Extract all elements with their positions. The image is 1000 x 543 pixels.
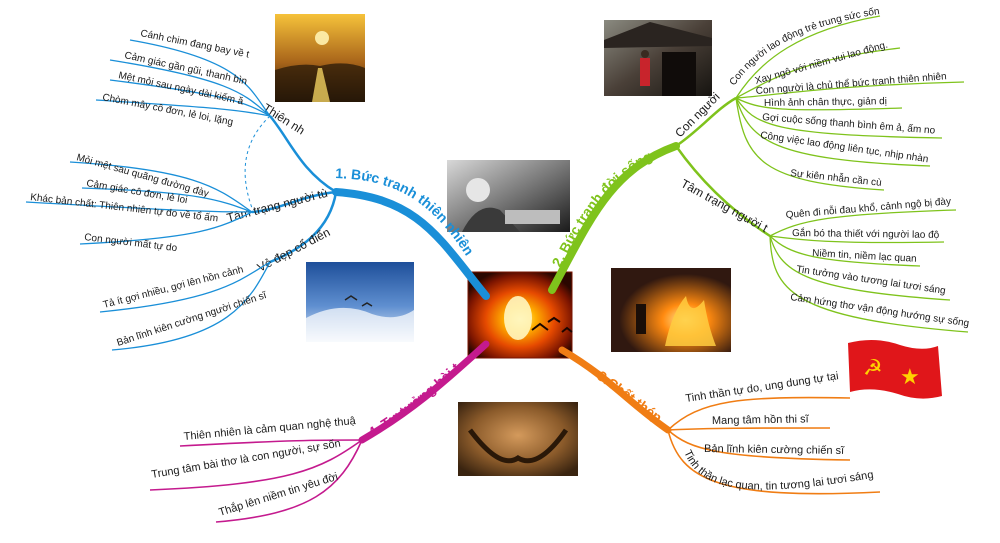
subtopic-label[interactable]: Tâm trạng người tù	[225, 186, 329, 225]
leaf-label[interactable]: Con người mất tự do	[84, 232, 178, 254]
main-branch-line	[358, 340, 490, 444]
main-branch-line	[548, 142, 680, 294]
leaf-group: Mỏi mệt sau quãng đường đày ải Cảm giác …	[0, 0, 253, 254]
vietnam-party-flag: ☭ ★	[848, 339, 942, 399]
subtopic-label[interactable]: Thiên nhiên	[0, 0, 307, 138]
svg-text:☭: ☭	[863, 355, 883, 380]
leaf-label[interactable]: Niềm tin, niềm lạc quan	[812, 248, 917, 265]
leaf-label[interactable]: Bản lĩnh kiên cường chiến sĩ	[704, 443, 845, 457]
subtopic-classic-beauty[interactable]: Vẻ đẹp cổ điển Tả ít gợi nhiều, gợi lên …	[99, 191, 340, 351]
main-branch-line	[558, 346, 672, 434]
sunset-road-photo	[275, 14, 365, 102]
joined-hands-photo	[458, 402, 578, 476]
village-house-photo	[604, 20, 712, 96]
leaf-label[interactable]: Chòm mây cô đơn, lẻ loi, lặng lẽ	[0, 0, 237, 129]
leaf-group-steel: Tinh thần tự do, ung dung tự tại Mang tâ…	[667, 370, 881, 495]
leaf-label[interactable]: Mang tâm hồn thi sĩ	[712, 413, 810, 427]
leaf-label[interactable]: Gợi cuộc sống thanh bình êm ả, ấm no	[762, 112, 936, 137]
writer-portrait-photo	[447, 160, 570, 232]
leaf-label[interactable]: Mệt mỏi sau ngày dài kiếm ăn	[0, 0, 245, 108]
leaf-label[interactable]: Hình ảnh chân thực, giản dị	[764, 96, 887, 109]
main-branch-label[interactable]: 3.Chất thép	[594, 367, 665, 425]
leaf-group: Tả ít gợi nhiều, gợi lên hồn cảnh Bản lĩ…	[99, 261, 271, 351]
svg-text:★: ★	[900, 364, 920, 389]
association-link	[244, 115, 271, 209]
leaf-group: Cánh chim đang bay về tổ Cảm giác gần gũ…	[0, 0, 271, 129]
fire-night-photo	[611, 268, 731, 352]
leaf-label[interactable]: Cánh chim đang bay về tổ	[0, 0, 250, 61]
sky-birds-photo	[306, 262, 414, 342]
leaf-label[interactable]: Khác bản chất: Thiên nhiên tự do về tổ ấ…	[30, 192, 219, 224]
leaf-label[interactable]: Cảm hứng thơ vận động hướng sự sống	[790, 292, 970, 329]
main-branch-line	[332, 188, 490, 300]
leaf-label[interactable]: Tinh thần tự do, ung dung tự tại	[685, 370, 840, 405]
